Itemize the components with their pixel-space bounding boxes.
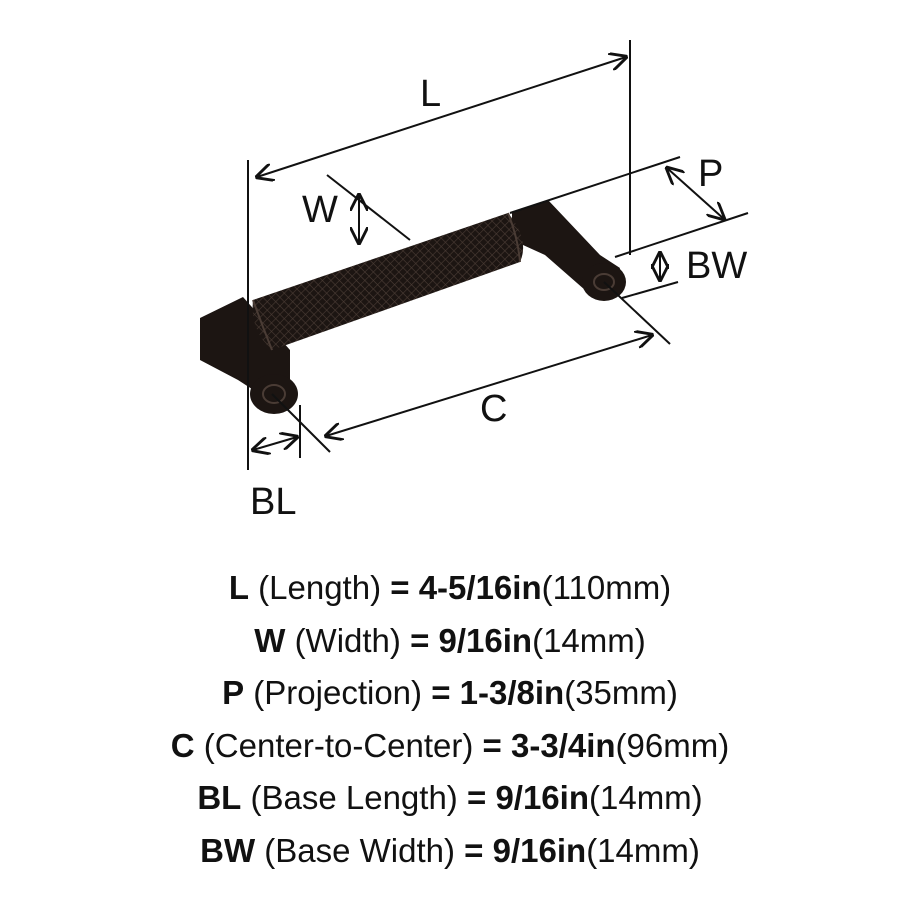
spec-equals: = [390, 569, 410, 606]
spec-description: (Base Length) [250, 779, 458, 816]
spec-equals: = [482, 726, 502, 764]
label-l: L [420, 73, 441, 115]
spec-metric: (96mm) [615, 726, 730, 764]
spec-description: (Center-to-Center) [203, 726, 474, 764]
spec-imperial: 9/16in [438, 621, 533, 659]
spec-row-center-to-center: C (Center-to-Center) = 3-3/4in(96mm) [0, 720, 900, 773]
cabinet-pull [200, 200, 626, 414]
spec-symbol: BW [200, 831, 256, 869]
spec-row-base-width: BW (Base Width) = 9/16in(14mm) [0, 825, 900, 878]
spec-metric: (110mm) [541, 569, 672, 606]
spec-equals: = [431, 674, 451, 711]
spec-symbol: C [170, 726, 195, 764]
spec-description: (Width) [294, 621, 401, 659]
dimension-lines [247, 40, 749, 470]
spec-symbol: P [222, 674, 245, 711]
spec-imperial: 9/16in [495, 779, 589, 816]
product-dimension-diagram: L W P BW C BL [200, 40, 749, 523]
label-c: C [480, 388, 507, 430]
spec-symbol: BL [197, 779, 242, 816]
spec-description: (Base Width) [264, 831, 455, 869]
spec-metric: (14mm) [586, 831, 700, 869]
spec-description: (Length) [258, 569, 382, 606]
spec-symbol: L [228, 569, 249, 606]
spec-imperial: 4-5/16in [418, 569, 542, 606]
spec-row-base-length: BL (Base Length) = 9/16in(14mm) [0, 772, 900, 825]
spec-row-width: W (Width) = 9/16in(14mm) [0, 615, 900, 668]
spec-equals: = [464, 831, 484, 869]
label-bl: BL [250, 481, 296, 523]
left-base-disc [250, 374, 298, 414]
spec-imperial: 3-3/4in [511, 726, 616, 764]
spec-metric: (14mm) [532, 621, 646, 659]
spec-equals: = [466, 779, 487, 816]
spec-symbol: W [254, 621, 286, 659]
label-p: P [698, 153, 723, 195]
label-w: W [302, 189, 338, 231]
dimension-specs-list: L (Length) = 4-5/16in(110mm) W (Width) =… [0, 562, 900, 877]
spec-metric: (35mm) [564, 674, 678, 711]
spec-description: (Projection) [253, 674, 423, 711]
label-bw: BW [686, 245, 747, 287]
spec-row-projection: P (Projection) = 1-3/8in(35mm) [0, 667, 900, 720]
spec-row-length: L (Length) = 4-5/16in(110mm) [0, 562, 900, 615]
knurled-bar [252, 213, 524, 350]
spec-imperial: 9/16in [492, 831, 587, 869]
spec-imperial: 1-3/8in [459, 674, 565, 711]
spec-metric: (14mm) [589, 779, 703, 816]
spec-equals: = [410, 621, 430, 659]
